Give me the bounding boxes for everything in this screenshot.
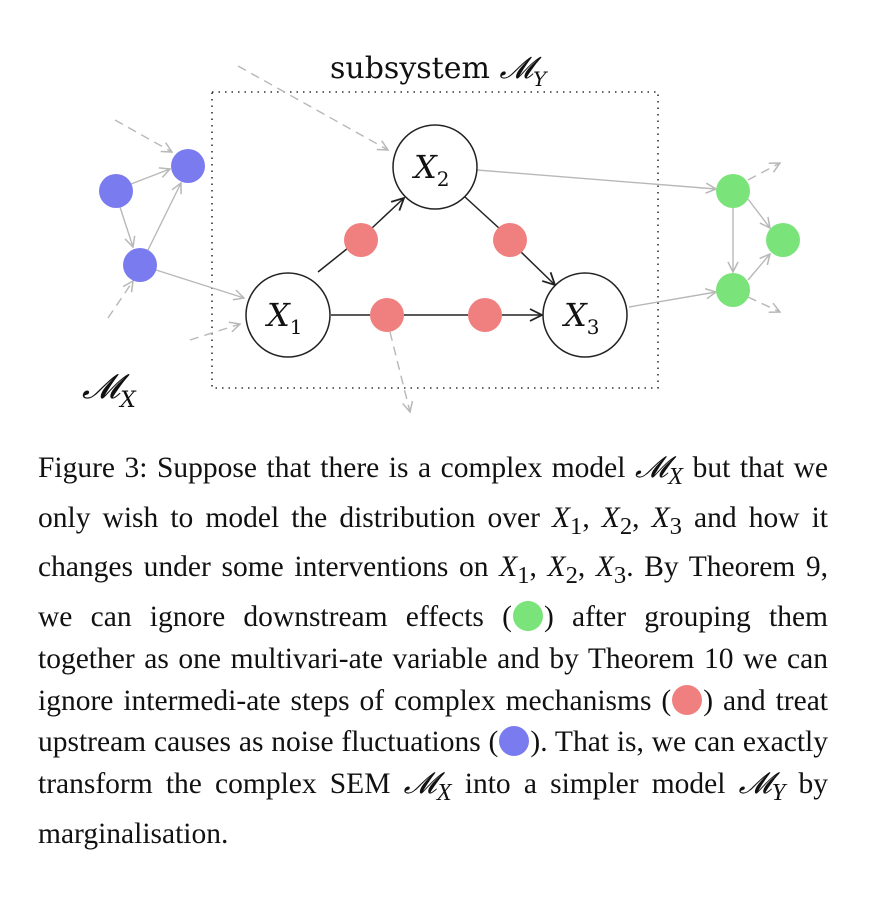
dashed-edge-from-red: [389, 331, 410, 412]
edge-blue3-blue2: [147, 183, 181, 251]
subsystem-label: subsystem 𝓜Y: [330, 51, 548, 91]
dashed-edge-green-out-bottom: [747, 296, 780, 312]
upstream-swatch: [499, 726, 530, 757]
causal-diagram: subsystem 𝓜Y 𝓜X: [0, 0, 892, 440]
svg-text:X1: X1: [264, 296, 303, 339]
edge-green3-green2: [747, 254, 770, 281]
upstream-node-1: [99, 174, 133, 208]
downstream-node-3: [716, 273, 750, 307]
dashed-edge-green-out-top: [747, 163, 780, 181]
upstream-node-2: [171, 149, 205, 183]
edge-red1-x2: [371, 198, 404, 229]
downstream-node-1: [716, 174, 750, 208]
downstream-swatch: [512, 601, 543, 632]
svg-text:X3: X3: [561, 296, 600, 339]
edge-x1-red1: [317, 247, 349, 273]
upstream-node-3: [123, 248, 157, 282]
intermediate-node-3: [370, 298, 404, 332]
svg-text:X2: X2: [411, 148, 450, 191]
figure-caption: Figure 3: Suppose that there is a comple…: [38, 452, 828, 850]
edge-red2-x3: [519, 250, 555, 285]
edge-x3-green3: [628, 292, 716, 308]
main-edges: [317, 196, 555, 315]
edge-blue1-blue3: [119, 206, 133, 247]
dashed-external-edges: [107, 65, 780, 412]
edge-x2-red2: [464, 196, 501, 230]
intermediate-node-4: [468, 298, 502, 332]
intermediate-node-2: [493, 223, 527, 257]
node-x2: X2: [392, 124, 478, 210]
node-x3: X3: [542, 272, 628, 358]
intermediate-swatch: [672, 684, 703, 715]
downstream-node-2: [766, 223, 800, 257]
diagram-svg: subsystem 𝓜Y 𝓜X: [82, 51, 800, 440]
edge-green1-green2: [747, 198, 770, 228]
edge-blue3-x1: [155, 269, 244, 298]
dashed-edge-to-blue-top: [114, 119, 172, 152]
dashed-edge-to-x2: [237, 65, 388, 150]
dashed-edge-to-x1: [189, 324, 240, 341]
dashed-edge-to-blue-bottom: [107, 281, 133, 319]
edge-blue1-blue2: [130, 169, 170, 185]
intermediate-node-1: [344, 223, 378, 257]
gray-edges: [119, 169, 770, 308]
edge-x2-green1: [476, 169, 716, 189]
node-x1: X1: [245, 272, 331, 358]
model-label: 𝓜X: [82, 367, 137, 413]
